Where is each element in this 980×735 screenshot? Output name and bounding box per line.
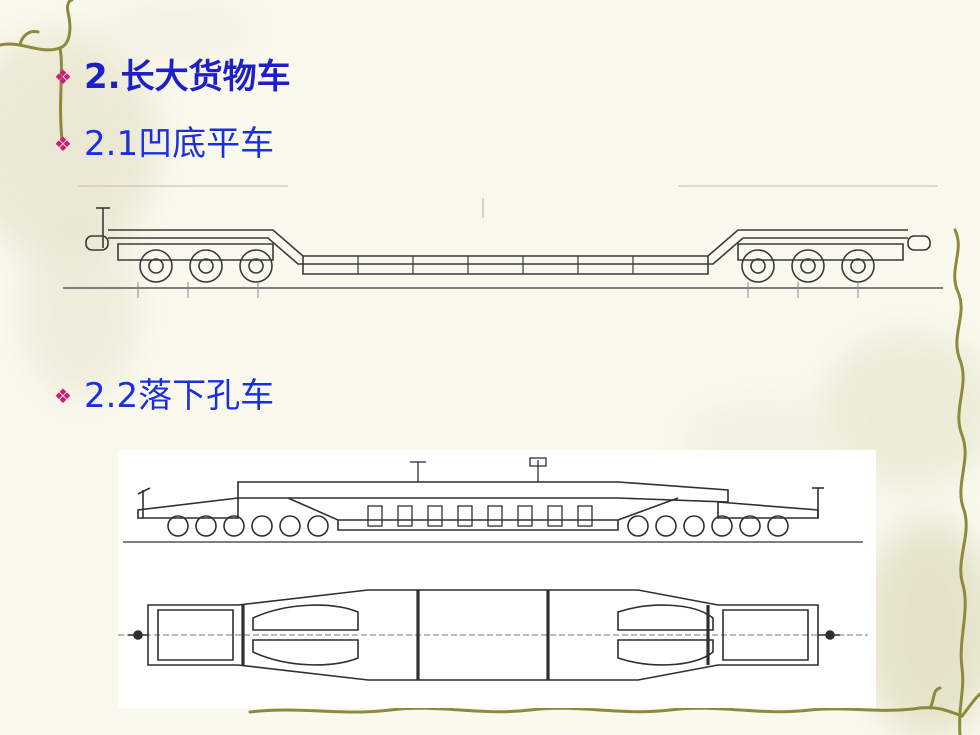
bullet-text: 2.2落下孔车 <box>84 376 275 416</box>
bullet-diamond-icon: ❖ <box>54 65 72 89</box>
bullet-subheading-depressed-center-flatcar: ❖ 2.1凹底平车 <box>50 124 274 164</box>
railcar-side-elevation-icon <box>63 185 943 298</box>
railcar-elevation-and-plan-icon <box>118 457 868 681</box>
background-leaf-decoration <box>100 0 260 60</box>
bullet-diamond-icon: ❖ <box>54 384 72 408</box>
bullet-diamond-icon: ❖ <box>54 132 72 156</box>
bullet-subheading-well-hole-car: ❖ 2.2落下孔车 <box>50 376 274 416</box>
bullet-text: 2.1凹底平车 <box>84 124 275 164</box>
bullet-heading-long-large-wagons: ❖ 2.长大货物车 <box>50 57 291 97</box>
well-hole-car-drawing <box>118 457 868 681</box>
bullet-text: 2.长大货物车 <box>84 57 291 97</box>
depressed-center-flatcar-drawing <box>63 185 943 298</box>
well-hole-car-drawing-panel <box>118 450 876 708</box>
background-leaf-decoration <box>20 220 140 400</box>
